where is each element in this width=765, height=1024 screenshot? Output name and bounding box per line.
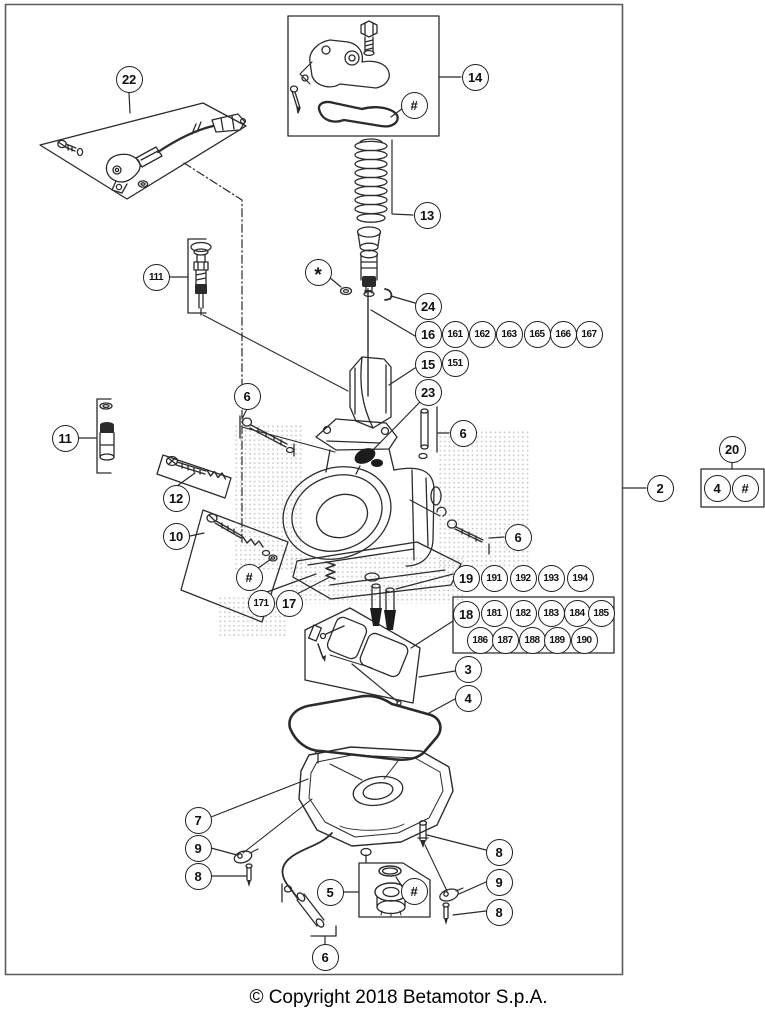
kit-10-box: [180, 509, 289, 623]
washer-star: [339, 286, 353, 296]
air-screw-kit-10: [206, 513, 278, 562]
callout-6-26: 6: [504, 523, 532, 551]
copyright-text: © Copyright 2018 Betamotor S.p.A.: [249, 987, 548, 1008]
kit-12-box: [156, 454, 232, 499]
diagram-border: [4, 3, 624, 976]
clip-24: [384, 288, 393, 301]
group-boxes: [39, 15, 765, 918]
callout-194-31: 194: [566, 564, 594, 592]
callout-24-6: 24: [414, 292, 442, 320]
throttle-slide-15: [349, 356, 392, 429]
plunger-kit-11: [96, 398, 115, 474]
callout-8-56: 8: [485, 898, 513, 926]
callout-191-28: 191: [480, 564, 508, 592]
centerline-dashed: [183, 162, 243, 546]
screw-kit-6-top: [239, 415, 295, 457]
callout-165-11: 165: [523, 320, 551, 348]
needle-valve-23: [354, 448, 376, 464]
callout-192-29: 192: [509, 564, 537, 592]
kit-3-box: [304, 607, 421, 704]
callout-23-16: 23: [414, 378, 442, 406]
callout-4-22: 4: [703, 474, 731, 502]
callout-star-5: *: [304, 258, 332, 286]
throttle-cable-kit-22: [57, 113, 247, 194]
callout-6-53: 6: [311, 943, 339, 971]
callout-14-1: 14: [461, 63, 489, 91]
callout-167-13: 167: [575, 320, 603, 348]
screw-kit-6-lower-right: [436, 506, 490, 555]
callout-184-39: 184: [563, 599, 591, 627]
callout-16-7: 16: [414, 320, 442, 348]
callout-2-20: 2: [646, 474, 674, 502]
callout-hash-52: #: [400, 877, 428, 905]
callout-hash-32: #: [235, 563, 263, 591]
callout-188-43: 188: [518, 626, 546, 654]
callout-13-3: 13: [413, 201, 441, 229]
callout-181-36: 181: [480, 599, 508, 627]
callout-189-44: 189: [543, 626, 571, 654]
callout-111-4: 111: [142, 263, 170, 291]
kit-22-box: [39, 102, 247, 200]
callout-hash-2: #: [400, 91, 428, 119]
callout-9-55: 9: [485, 868, 513, 896]
bracket-111: [187, 238, 207, 314]
top-cover-kit-14: [289, 20, 404, 128]
callout-19-27: 19: [452, 564, 480, 592]
bracket-11: [96, 398, 112, 474]
float-bowl-7: [242, 746, 454, 900]
callout-8-54: 8: [485, 838, 513, 866]
callout-5-51: 5: [316, 878, 344, 906]
spring-13: [354, 138, 388, 223]
callout-4-47: 4: [454, 684, 482, 712]
callout-20-21: 20: [718, 435, 746, 463]
jets-19: [325, 561, 396, 630]
callout-151-15: 151: [441, 349, 469, 377]
spring-17: [325, 561, 336, 580]
callout-182-37: 182: [509, 599, 537, 627]
callout-12-24: 12: [162, 484, 190, 512]
callout-6-17: 6: [233, 382, 261, 410]
callout-hash-23: #: [731, 474, 759, 502]
callout-183-38: 183: [537, 599, 565, 627]
callout-161-8: 161: [441, 320, 469, 348]
needle-jet-parts: [339, 226, 393, 397]
callout-163-10: 163: [495, 320, 523, 348]
callout-193-30: 193: [537, 564, 565, 592]
idle-screw-kit-12: [165, 455, 227, 480]
callout-11-19: 11: [51, 424, 79, 452]
callout-6-18: 6: [449, 419, 477, 447]
callout-22-0: 22: [115, 65, 143, 93]
carburetor-body: [282, 418, 462, 600]
leader-lines: [78, 76, 733, 945]
callout-8-50: 8: [184, 862, 212, 890]
kit-5-box: [358, 862, 431, 918]
callout-15-14: 15: [414, 350, 442, 378]
callout-10-25: 10: [162, 522, 190, 550]
callout-186-41: 186: [466, 626, 494, 654]
float-assembly-3: [308, 616, 409, 706]
callout-7-48: 7: [184, 806, 212, 834]
callout-9-49: 9: [184, 834, 212, 862]
callout-18-35: 18: [452, 600, 480, 628]
callout-171-33: 171: [247, 589, 275, 617]
stud-kit-6-right: [418, 406, 438, 460]
callout-3-46: 3: [454, 655, 482, 683]
callout-190-45: 190: [570, 626, 598, 654]
drain-plug-5: [374, 865, 408, 918]
cable-clamps-screws: [233, 848, 464, 925]
callout-162-9: 162: [468, 320, 496, 348]
kit-14-box: [287, 15, 440, 137]
overflow-hose: [281, 832, 333, 900]
callout-187-42: 187: [491, 626, 519, 654]
callout-185-40: 185: [587, 599, 615, 627]
callout-166-12: 166: [549, 320, 577, 348]
bowl-gasket-4: [288, 694, 442, 762]
choke-plunger-111: [187, 238, 212, 316]
callout-17-34: 17: [275, 589, 303, 617]
